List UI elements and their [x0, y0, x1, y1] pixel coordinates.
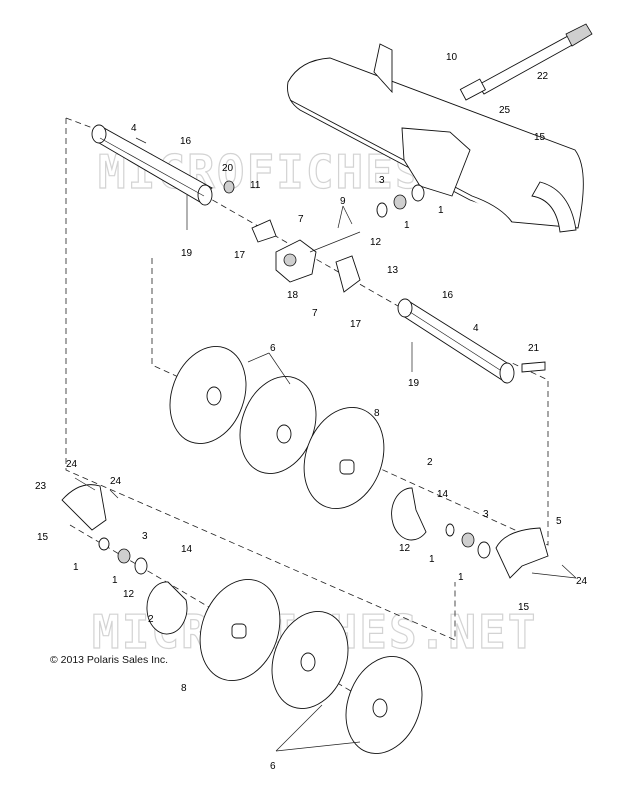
drive-shaft: [459, 23, 593, 101]
callout-10: 10: [446, 52, 458, 63]
upper-roller: [91, 124, 213, 230]
callout-20: 20: [222, 163, 234, 174]
bracket-upper: [251, 219, 277, 243]
callout-11: 11: [250, 180, 261, 191]
callout-13: 13: [387, 265, 399, 276]
boundary-lower: [151, 258, 549, 546]
disc-upper-oval: [303, 406, 385, 510]
upper-bearing-group: [376, 184, 425, 218]
disc-lower-1: [271, 610, 349, 710]
callout-25: 25: [499, 105, 511, 116]
callout-14: 14: [437, 489, 449, 500]
callout-17: 17: [350, 319, 362, 330]
callout-5: 5: [556, 516, 562, 527]
callout-17: 17: [234, 250, 246, 261]
callout-21: 21: [528, 343, 540, 354]
callout-16: 16: [442, 290, 454, 301]
callout-19: 19: [408, 378, 420, 389]
callout-7: 7: [312, 308, 318, 319]
callout-3: 3: [483, 509, 489, 520]
callout-4: 4: [131, 123, 137, 134]
callout-2: 2: [427, 457, 433, 468]
cover-left: [61, 484, 107, 531]
callout-12: 12: [370, 237, 382, 248]
callout-7: 7: [298, 214, 304, 225]
callout-24: 24: [110, 476, 122, 487]
callout-15: 15: [534, 132, 546, 143]
callout-12: 12: [123, 589, 135, 600]
callout-1: 1: [429, 554, 435, 565]
bushing: [223, 180, 235, 194]
callout-12: 12: [399, 543, 411, 554]
callout-3: 3: [379, 175, 385, 186]
lower-roller: [397, 298, 546, 384]
callout-24: 24: [576, 576, 588, 587]
callout-23: 23: [35, 481, 47, 492]
cover-right: [495, 527, 549, 579]
disc-lower-2: [345, 655, 423, 755]
callout-15: 15: [518, 602, 530, 613]
disc-upper-2: [239, 375, 317, 475]
callout-16: 16: [180, 136, 192, 147]
callout-24: 24: [66, 459, 78, 470]
callout-3: 3: [142, 531, 148, 542]
callout-8: 8: [181, 683, 187, 694]
left-bearing-group: [98, 537, 148, 575]
callout-1: 1: [404, 220, 410, 231]
callout-2: 2: [148, 614, 154, 625]
callout-18: 18: [287, 290, 299, 301]
split-disc-lower: [146, 581, 188, 635]
disc-lower-oval: [199, 578, 281, 682]
callout-1: 1: [73, 562, 79, 573]
callout-19: 19: [181, 248, 193, 259]
callout-9: 9: [340, 196, 346, 207]
callout-1: 1: [458, 572, 464, 583]
copyright-notice: © 2013 Polaris Sales Inc.: [50, 654, 168, 666]
disc-upper-1: [169, 345, 247, 445]
callout-1: 1: [438, 205, 444, 216]
callout-6: 6: [270, 761, 276, 772]
callout-6: 6: [270, 343, 276, 354]
split-disc-upper: [391, 487, 427, 541]
boundary-upper-top: [65, 117, 99, 131]
callout-4: 4: [473, 323, 479, 334]
callout-14: 14: [181, 544, 193, 555]
callout-1: 1: [112, 575, 118, 586]
frame-housing: [287, 43, 584, 233]
bracket-lower: [335, 255, 361, 293]
gearbox: [275, 231, 361, 283]
callout-15: 15: [37, 532, 49, 543]
boundary-upper: [65, 118, 456, 641]
callout-8: 8: [374, 408, 380, 419]
callout-22: 22: [537, 71, 549, 82]
leader-lines: [74, 137, 577, 752]
right-bearing-group: [445, 523, 491, 559]
